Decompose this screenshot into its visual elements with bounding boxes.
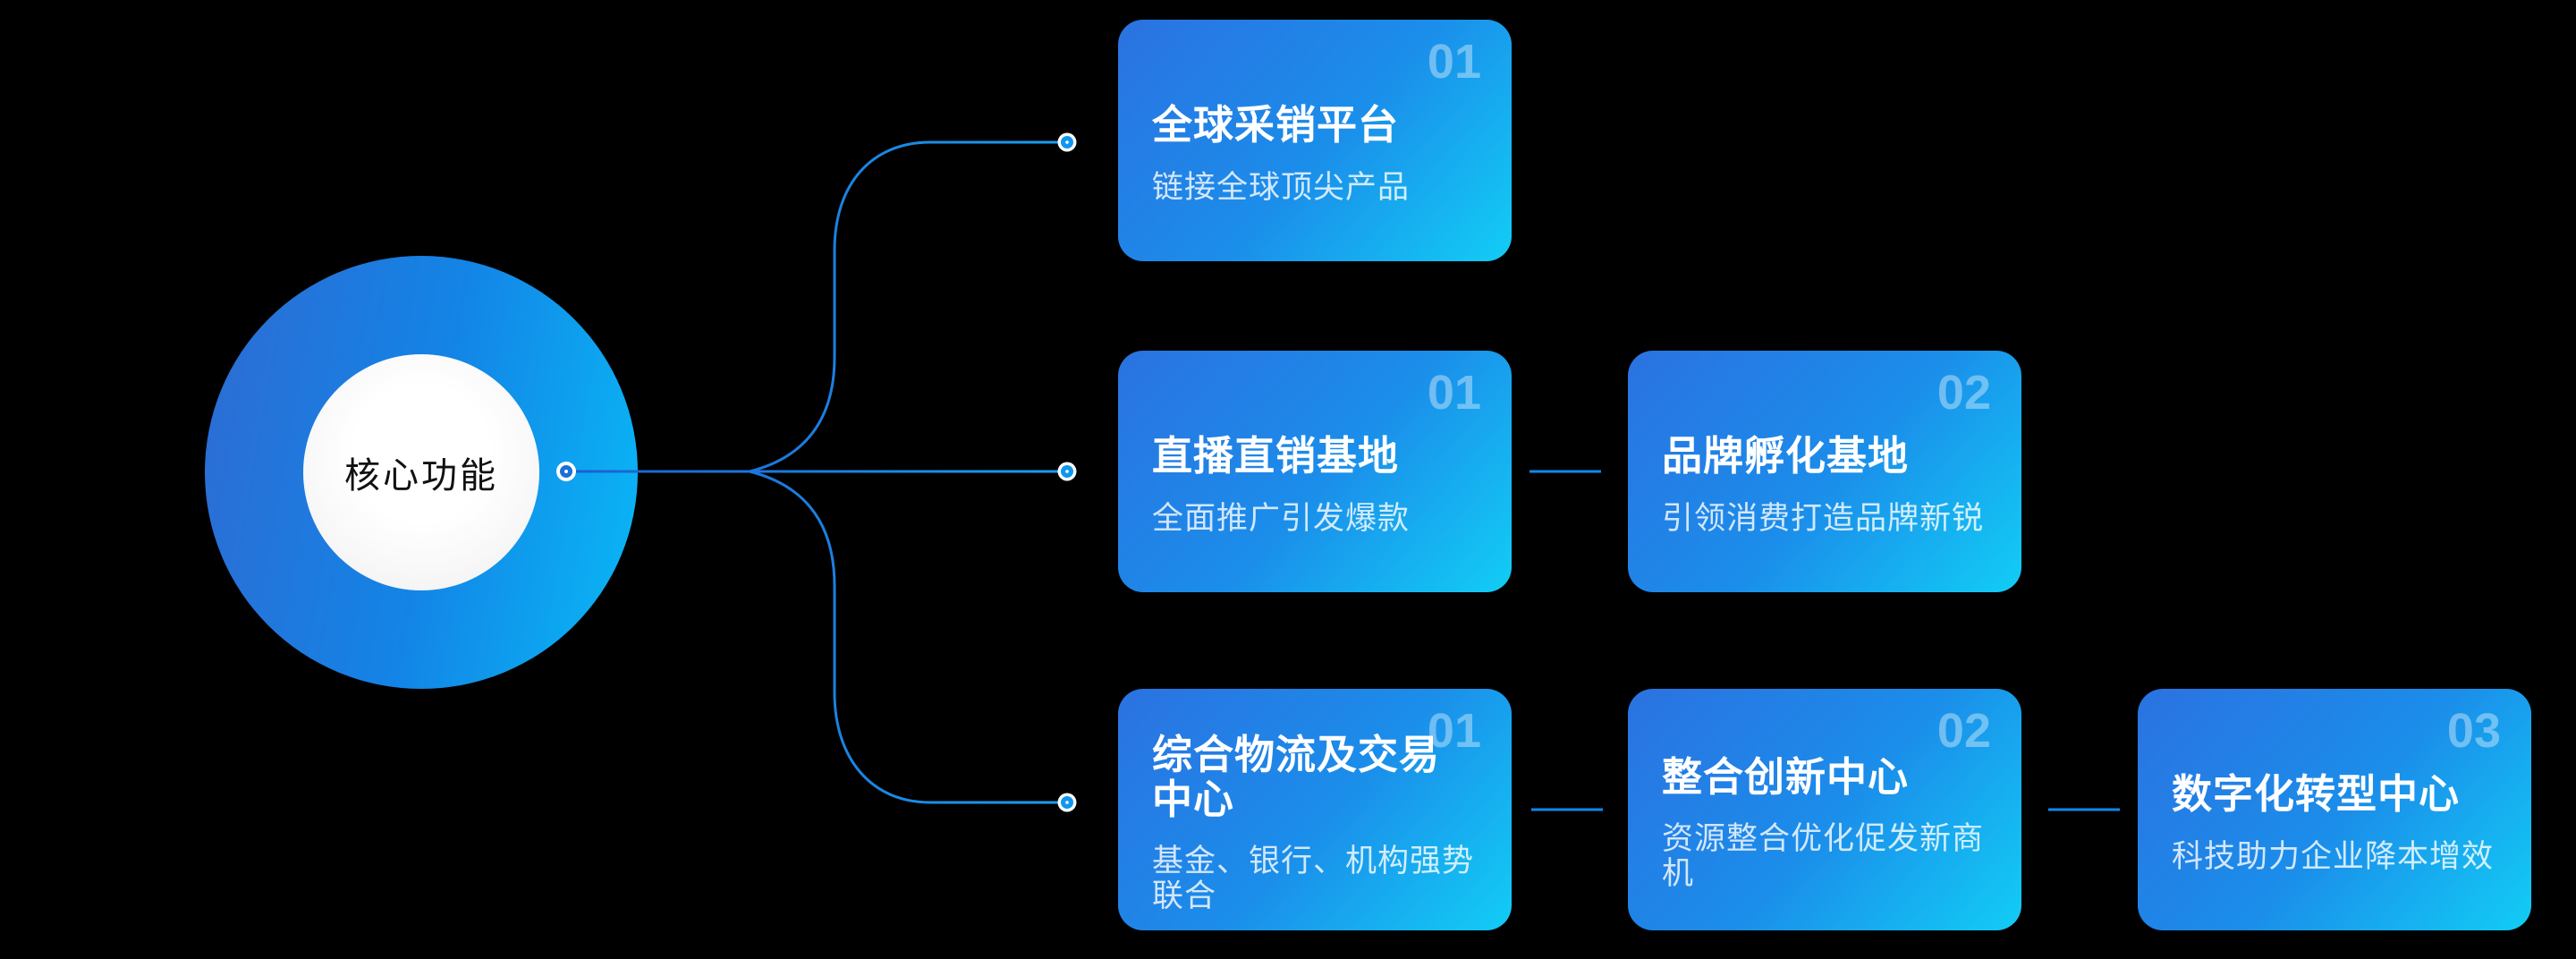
card-live-streaming-base: 01 直播直销基地 全面推广引发爆款 xyxy=(1118,351,1512,592)
card-subtitle: 资源整合优化促发新商机 xyxy=(1662,821,1985,891)
card-number: 02 xyxy=(1936,704,1991,758)
card-title: 综合物流及交易中心 xyxy=(1152,732,1441,822)
node-dot-row2 xyxy=(1057,462,1077,481)
card-title: 品牌孵化基地 xyxy=(1662,433,1910,479)
card-subtitle: 科技助力企业降本增效 xyxy=(2172,838,2495,874)
card-brand-incubation-base: 02 品牌孵化基地 引领消费打造品牌新锐 xyxy=(1628,351,2021,592)
card-logistics-trade-center: 01 综合物流及交易中心 基金、银行、机构强势联合 xyxy=(1118,689,1512,930)
card-number: 02 xyxy=(1936,366,1991,420)
card-title: 全球采销平台 xyxy=(1152,102,1400,148)
core-circle-inner: 核心功能 xyxy=(303,354,539,590)
card-number: 01 xyxy=(1427,704,1481,758)
card-number: 01 xyxy=(1427,35,1481,89)
node-dot-row1 xyxy=(1057,132,1077,152)
card-subtitle: 全面推广引发爆款 xyxy=(1152,500,1411,536)
card-digital-transformation-center: 03 数字化转型中心 科技助力企业降本增效 xyxy=(2138,689,2531,930)
hub-anchor-dot xyxy=(556,462,576,481)
card-subtitle: 引领消费打造品牌新锐 xyxy=(1662,500,1985,536)
branch-down-line xyxy=(749,470,1058,804)
card-integration-innovation-center: 02 整合创新中心 资源整合优化促发新商机 xyxy=(1628,689,2021,930)
core-label: 核心功能 xyxy=(344,456,498,496)
card-number: 01 xyxy=(1427,366,1481,420)
card-subtitle: 基金、银行、机构强势联合 xyxy=(1152,844,1475,913)
card-title: 数字化转型中心 xyxy=(2172,771,2461,817)
node-dot-row3 xyxy=(1057,793,1077,812)
branch-up-line xyxy=(749,140,1058,473)
card-subtitle: 链接全球顶尖产品 xyxy=(1152,169,1411,205)
card-number: 03 xyxy=(2446,704,2501,758)
card-title: 整合创新中心 xyxy=(1662,753,1910,800)
card-title: 直播直销基地 xyxy=(1152,433,1400,479)
card-global-sourcing: 01 全球采销平台 链接全球顶尖产品 xyxy=(1118,20,1512,261)
